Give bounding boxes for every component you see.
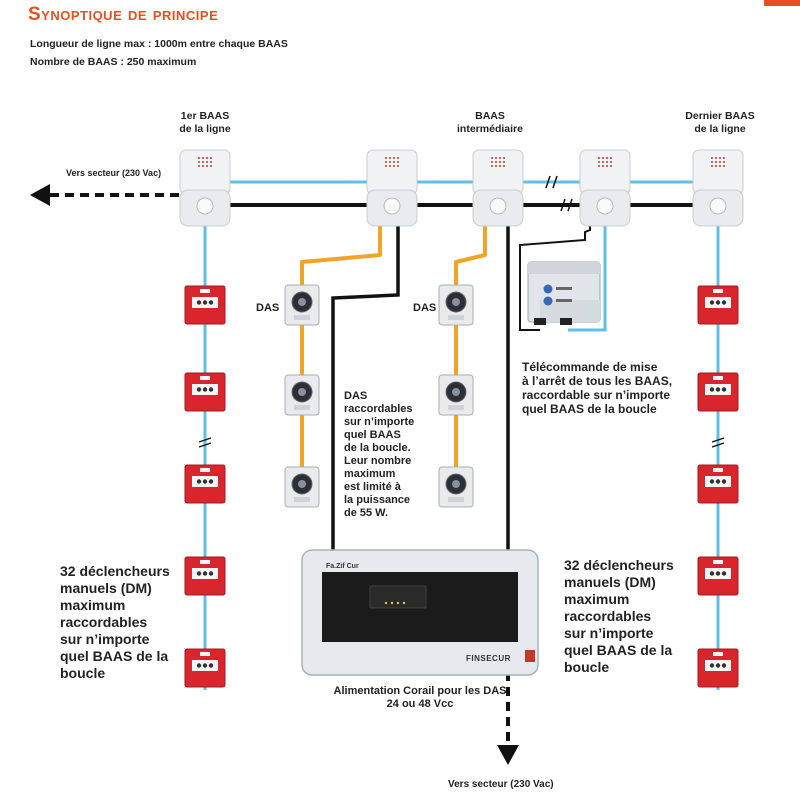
wire-break-left — [198, 437, 212, 448]
dm-callpoint-icon — [184, 648, 226, 688]
info-baas-count: Nombre de BAAS : 250 maximum — [30, 56, 197, 68]
mains-label-top: Vers secteur (230 Vac) — [66, 168, 162, 178]
dm-callpoint-icon — [184, 464, 226, 504]
dm-callpoint-icon — [697, 372, 739, 412]
dm-callpoint-icon — [697, 464, 739, 504]
baas-siren-icon — [692, 149, 744, 227]
dm-callpoint-icon — [697, 648, 739, 688]
remote-button-icon — [543, 296, 553, 306]
baas-siren-icon — [179, 149, 231, 227]
remote-wire-signal — [568, 222, 607, 332]
baas-siren-icon — [366, 149, 418, 227]
mains-label-bottom: Vers secteur (230 Vac) — [448, 779, 554, 790]
power-supply-unit — [301, 549, 539, 676]
bus-break-mark — [545, 175, 573, 212]
das-label-right: DAS — [413, 302, 437, 314]
baas-siren-icon — [579, 149, 631, 227]
psu-panel-brand: Fa.Zif Cur — [326, 563, 359, 570]
dm-callpoint-icon — [184, 285, 226, 325]
das-device-icon — [438, 284, 474, 326]
psu-wire-left — [331, 222, 400, 555]
remote-wire-power — [519, 205, 591, 331]
remote-control-module — [527, 261, 601, 325]
das-device-icon — [438, 374, 474, 416]
mains-arrow-left-icon — [30, 184, 50, 206]
mains-arrow-down-icon — [497, 745, 519, 765]
info-line-length: Longueur de ligne max : 1000m entre chaq… — [30, 38, 288, 50]
dm-callpoint-icon — [184, 372, 226, 412]
baas-siren-icon — [472, 149, 524, 227]
das-wire-right — [454, 220, 487, 500]
dm-callpoint-icon — [184, 556, 226, 596]
wire-break-right — [711, 437, 725, 448]
das-device-icon — [284, 374, 320, 416]
corner-accent — [764, 0, 800, 6]
das-device-icon — [284, 466, 320, 508]
page-title: Synoptique de principe — [28, 4, 219, 25]
remote-button-icon — [543, 284, 553, 294]
psu-brand: FINSECUR — [466, 654, 511, 663]
das-device-icon — [284, 284, 320, 326]
das-device-icon — [438, 466, 474, 508]
das-label-left: DAS — [256, 302, 280, 314]
dm-callpoint-icon — [697, 285, 739, 325]
dm-callpoint-icon — [697, 556, 739, 596]
